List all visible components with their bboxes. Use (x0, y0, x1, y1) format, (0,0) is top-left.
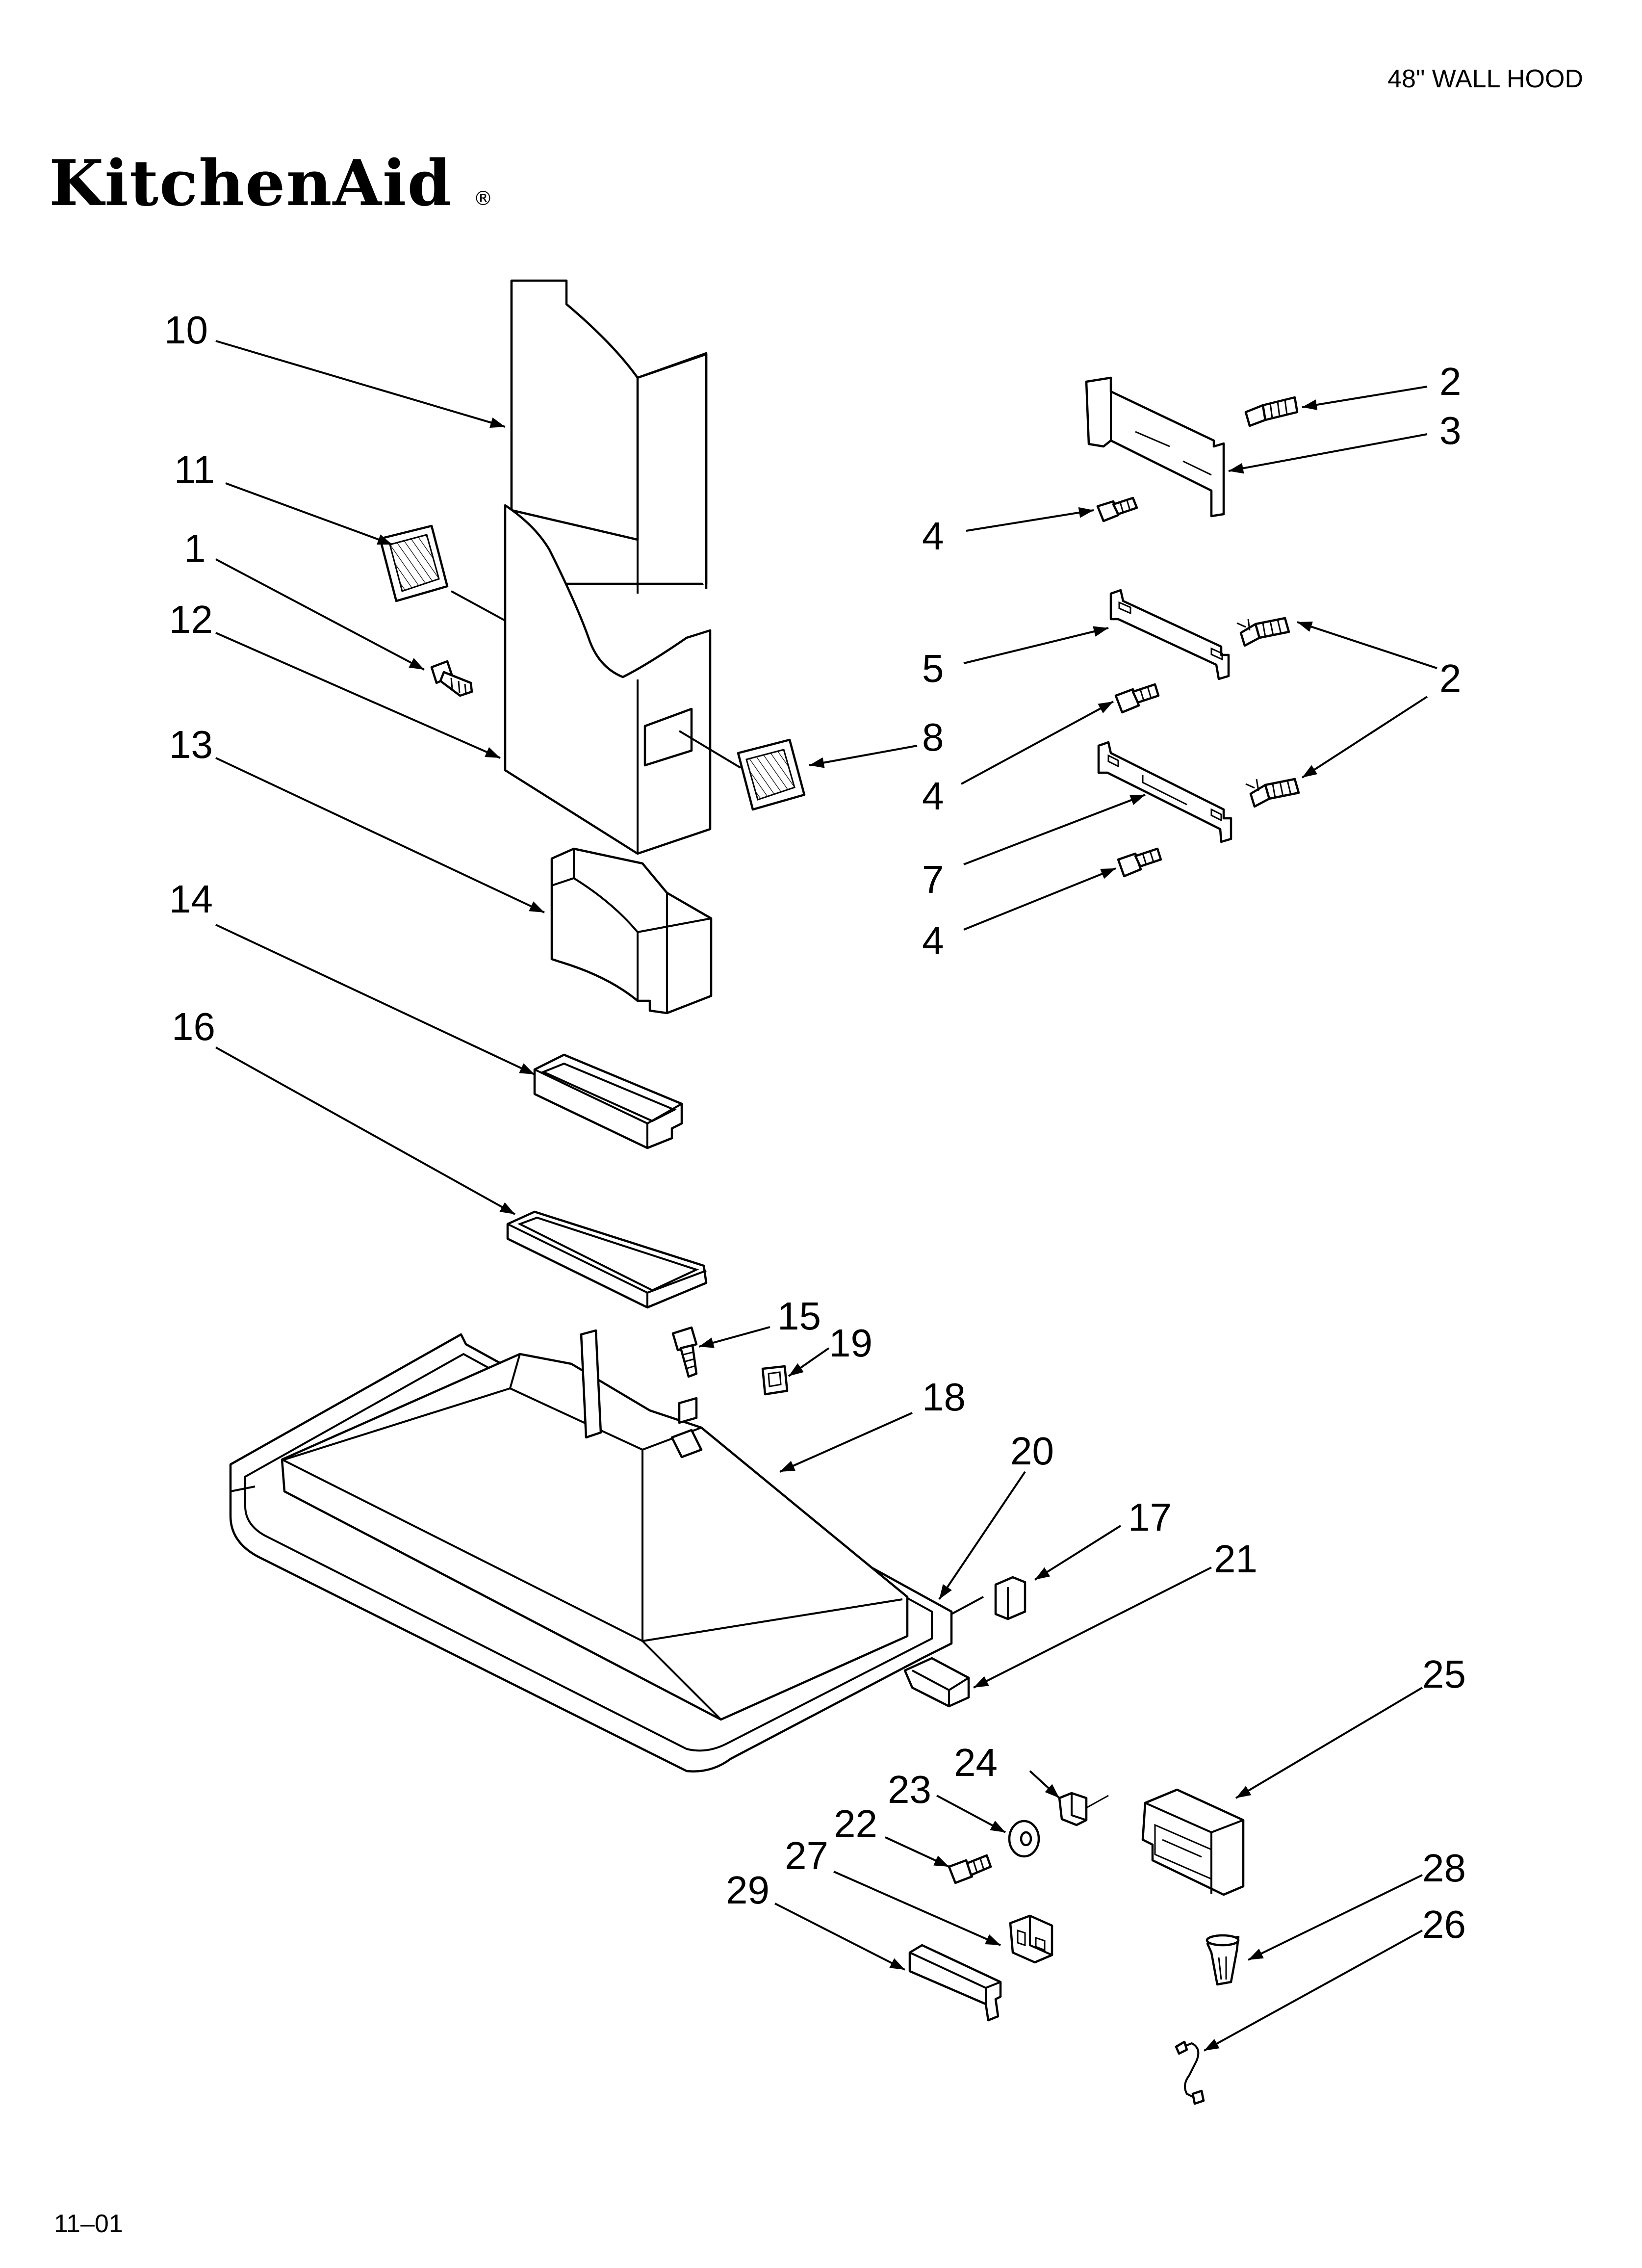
wall-anchor-part-2-top (1244, 396, 1299, 427)
callout-21: 21 (1214, 1537, 1257, 1581)
chimney-lower-part-12 (504, 504, 712, 855)
callout-4-middle: 4 (922, 774, 944, 818)
damper-plate-part-16 (506, 1210, 708, 1309)
channel-part-21 (903, 1657, 970, 1708)
wall-anchor-part-2-middle (1236, 617, 1290, 647)
leader-lines (215, 340, 1437, 2052)
cover-plate-part-29 (908, 1944, 1002, 2022)
washer-part-23 (1008, 1820, 1040, 1858)
callout-25: 25 (1422, 1652, 1466, 1696)
filter-tray-part-14 (533, 1053, 683, 1149)
screw-part-22 (948, 1854, 992, 1884)
wire-harness-part-26 (1175, 2040, 1205, 2105)
screw-part-1 (430, 660, 473, 697)
callout-10: 10 (164, 308, 208, 352)
screw-part-15 (671, 1326, 698, 1378)
callout-27: 27 (785, 1834, 828, 1877)
screw-part-4-bottom (1117, 847, 1162, 878)
bracket-part-17 (994, 1576, 1026, 1620)
callout-2-middle: 2 (1439, 656, 1462, 700)
wire-nut-part-28 (1206, 1934, 1240, 1986)
wall-bracket-part-3 (1085, 376, 1225, 518)
control-housing-part-25 (1141, 1788, 1245, 1896)
hood-body-part-18 (229, 1329, 953, 1773)
callout-20: 20 (1010, 1429, 1054, 1473)
callout-2-top: 2 (1439, 360, 1462, 403)
callout-24: 24 (954, 1741, 998, 1784)
brand-registered-mark: ® (473, 187, 493, 210)
callout-15: 15 (777, 1294, 821, 1338)
bracket-part-5 (1109, 589, 1230, 680)
callout-11: 11 (174, 448, 215, 492)
callout-5: 5 (922, 647, 944, 690)
screw-part-4-top (1096, 496, 1138, 522)
callout-28: 28 (1422, 1846, 1466, 1890)
callout-17: 17 (1128, 1495, 1172, 1539)
chimney-upper-part-10 (510, 279, 708, 594)
wall-anchor-part-2-bottom (1245, 778, 1300, 808)
callout-16: 16 (172, 1005, 215, 1048)
bracket-part-7 (1097, 741, 1232, 843)
callout-23: 23 (888, 1768, 931, 1811)
callout-4-top: 4 (922, 514, 944, 558)
brand-name: KitchenAid (49, 147, 452, 220)
callout-8: 8 (922, 715, 944, 759)
bracket-part-24 (1058, 1792, 1109, 1826)
callout-12: 12 (169, 598, 213, 641)
callout-4-bottom: 4 (922, 919, 944, 963)
callout-26: 26 (1422, 1903, 1466, 1946)
transition-duct-part-13 (550, 847, 713, 1015)
callout-labels: 10 11 1 12 13 14 16 8 2 3 4 5 2 4 7 4 15… (164, 308, 1466, 1946)
callout-22: 22 (834, 1802, 877, 1846)
callout-29: 29 (726, 1868, 770, 1912)
callout-7: 7 (922, 858, 944, 901)
page-header: 48" WALL HOOD (1387, 65, 1583, 93)
bracket-part-27 (1009, 1914, 1053, 1964)
callout-1: 1 (184, 526, 206, 570)
callout-18: 18 (922, 1375, 966, 1419)
brand-logo: KitchenAid ® (49, 147, 493, 220)
callout-3: 3 (1439, 409, 1462, 452)
clip-part-19 (761, 1365, 789, 1396)
grill-part-8 (737, 738, 806, 811)
callout-13: 13 (169, 723, 213, 766)
callout-19: 19 (829, 1321, 872, 1365)
grill-part-11 (379, 524, 449, 602)
revision-code: 11–01 (54, 2210, 123, 2238)
screw-part-4-middle (1114, 683, 1160, 714)
callout-14: 14 (169, 877, 213, 921)
